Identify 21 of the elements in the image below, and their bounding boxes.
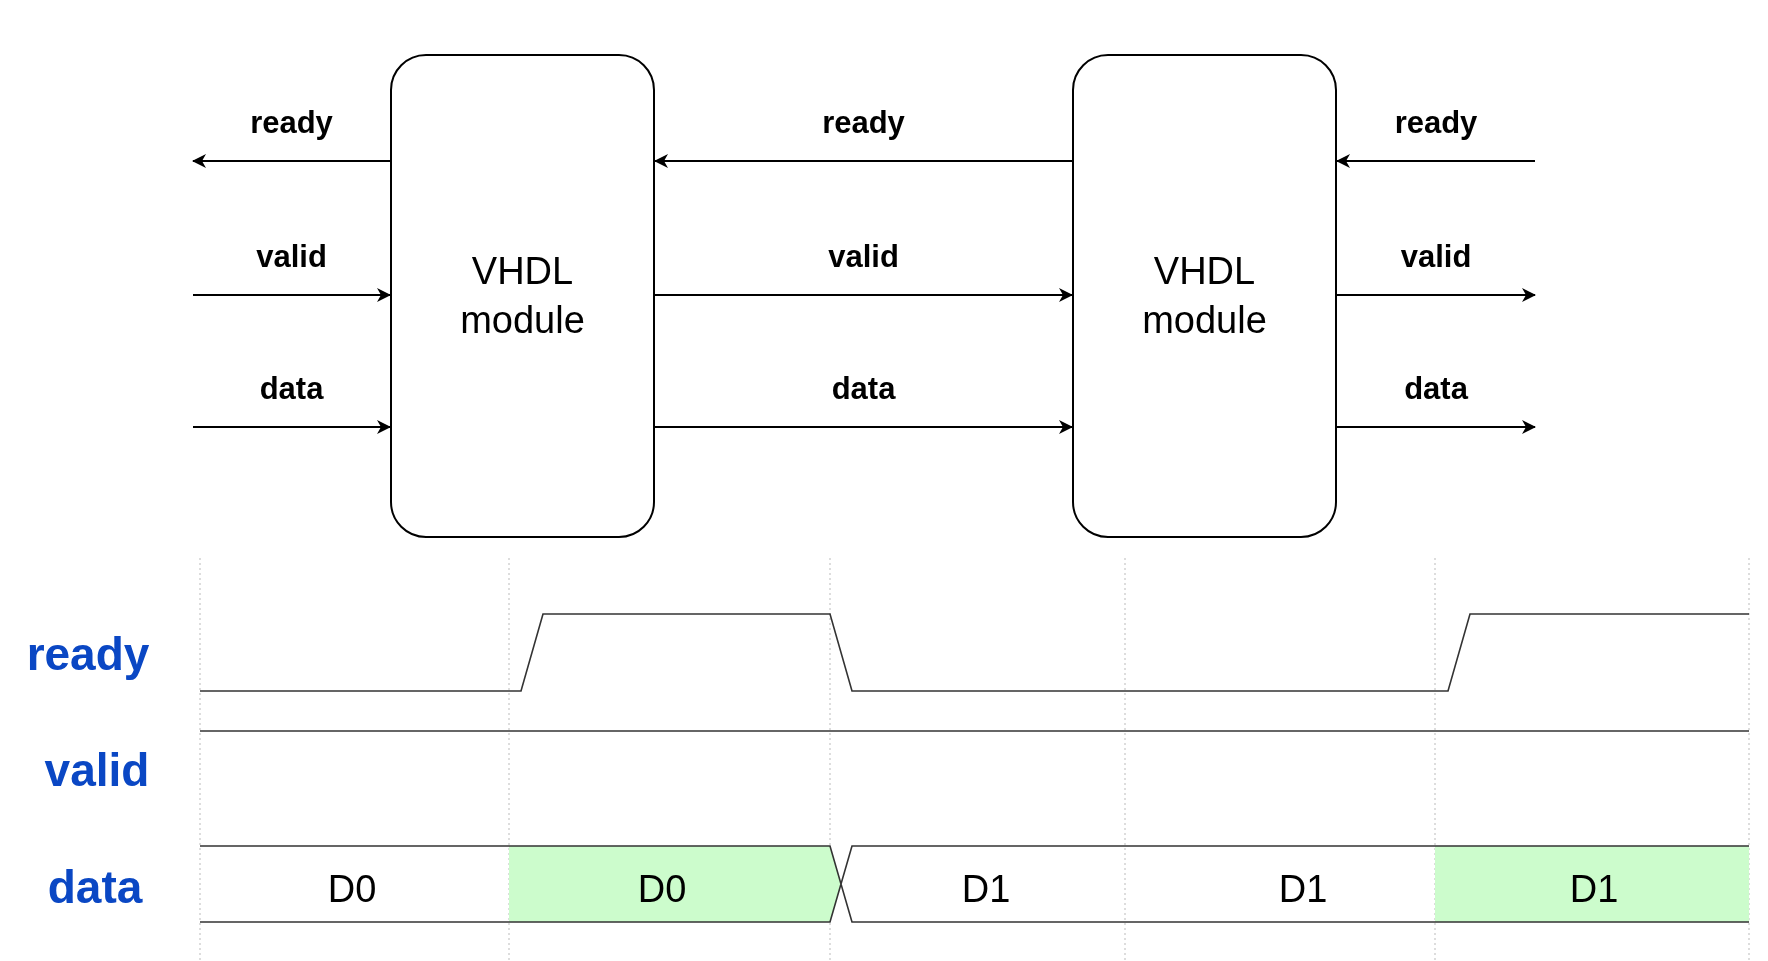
arrow (1336, 420, 1536, 434)
arrow (1336, 154, 1536, 168)
arrow (654, 420, 1073, 434)
data-value: D1 (1278, 867, 1328, 911)
arrow (192, 288, 391, 302)
data-value: D1 (961, 867, 1011, 911)
arrow (654, 154, 1073, 168)
arrow (192, 154, 391, 168)
data-value: D0 (327, 867, 377, 911)
signal-name: ready (26, 627, 150, 681)
arrow (654, 288, 1073, 302)
arrow (1336, 288, 1536, 302)
data-value: D0 (637, 867, 687, 911)
module-box (390, 54, 655, 538)
signal-name: data (47, 860, 143, 914)
data-value: D1 (1569, 867, 1619, 911)
signal-name: valid (44, 743, 150, 797)
module-label: VHDL module (459, 248, 586, 343)
arrow (192, 420, 391, 434)
module-label: VHDL module (1141, 248, 1268, 343)
module-box (1072, 54, 1337, 538)
